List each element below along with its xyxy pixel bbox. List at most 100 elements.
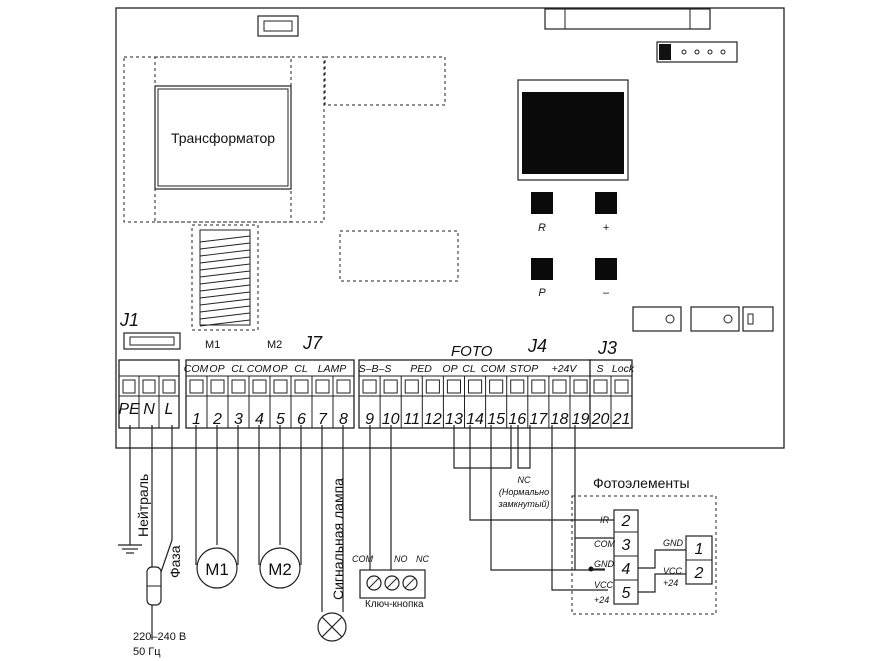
control-board-outline <box>115 7 785 449</box>
j7-signal-label: OP <box>272 363 287 375</box>
terminal-screw[interactable] <box>552 379 567 394</box>
top-connector-strip <box>544 8 738 63</box>
motor-m2-icon <box>259 547 301 589</box>
terminal-number: 8 <box>339 411 348 428</box>
terminal-screw[interactable] <box>315 379 330 394</box>
dashed-component-2 <box>339 230 459 282</box>
motor-m1-icon <box>196 547 238 589</box>
terminal-screw[interactable] <box>142 379 156 394</box>
coil-component <box>191 224 259 331</box>
tx-label-24: +24 <box>594 595 609 605</box>
terminal-screw[interactable] <box>273 379 288 394</box>
j4-signal-label: OP <box>442 363 457 375</box>
tx-term-3: 3 <box>622 537 631 554</box>
terminal-screw[interactable] <box>231 379 246 394</box>
terminal-screw[interactable] <box>573 379 588 394</box>
j7-motor-label-m2: M2 <box>267 339 282 351</box>
power-chip <box>517 79 629 181</box>
terminal-screw[interactable] <box>294 379 309 394</box>
photo-tx-block <box>613 509 639 605</box>
terminal-number: 11 <box>403 411 420 428</box>
j7-signal-label: CL <box>231 363 245 375</box>
button-r[interactable] <box>531 192 553 214</box>
board-buttons: R + P – <box>531 192 617 299</box>
terminal-screw[interactable] <box>446 379 461 394</box>
signal-lamp-wiring: Сигнальная лампа <box>317 425 347 642</box>
j1-pin-label: N <box>143 401 155 418</box>
terminal-number: 16 <box>508 411 526 428</box>
j7-signal-label: OP <box>209 363 224 375</box>
key-button: COM NO NC Ключ-кнопка <box>352 425 429 610</box>
terminal-screw[interactable] <box>468 379 483 394</box>
photocells: Фотоэлементы 2 3 4 5 IR COM GND VCC +24 … <box>571 475 717 615</box>
j1-title: J1 <box>119 310 139 330</box>
terminal-number: 10 <box>382 411 400 428</box>
button-p[interactable] <box>531 258 553 280</box>
j7-motor-label-m1: M1 <box>205 339 220 351</box>
terminal-screw[interactable] <box>593 379 608 394</box>
terminal-screw[interactable] <box>189 379 204 394</box>
j3-title: J3 <box>597 338 617 358</box>
terminal-number: 18 <box>551 411 569 428</box>
nc-note-2: (Нормально <box>499 487 549 497</box>
terminal-number: 1 <box>192 411 201 428</box>
j4-signal-label: S–B–S <box>359 363 392 375</box>
terminal-screw[interactable] <box>531 379 546 394</box>
foto-label: FOTO <box>451 343 493 360</box>
terminal-screw[interactable] <box>122 379 136 394</box>
tx-label-gnd: GND <box>594 559 615 569</box>
button-plus[interactable] <box>595 192 617 214</box>
terminal-screw[interactable] <box>336 379 351 394</box>
terminal-number: 17 <box>529 411 548 428</box>
j4-signal-label: COM <box>481 363 506 375</box>
dip-components <box>632 306 774 332</box>
terminal-screw[interactable] <box>383 379 398 394</box>
terminal-number: 3 <box>234 411 243 428</box>
terminal-screw[interactable] <box>252 379 267 394</box>
phase-label: Фаза <box>167 545 183 578</box>
terminal-screw[interactable] <box>614 379 629 394</box>
j1-pin-label: L <box>165 401 174 418</box>
key-term-no: NO <box>394 554 408 564</box>
j1-fuse <box>123 332 181 350</box>
transformer: Трансформатор <box>123 56 325 223</box>
terminal-screw[interactable] <box>425 379 440 394</box>
terminal-number: 14 <box>466 411 484 428</box>
terminal-number: 20 <box>591 411 610 428</box>
terminal-screw[interactable] <box>162 379 176 394</box>
button-r-label: R <box>538 222 546 234</box>
tx-label-vcc: VCC <box>594 580 614 590</box>
j4-signal-label: CL <box>462 363 476 375</box>
terminal-number: 19 <box>572 411 590 428</box>
terminal-screw[interactable] <box>489 379 504 394</box>
j1-block <box>118 359 180 429</box>
tx-term-4: 4 <box>622 561 631 578</box>
j7-signal-label: COM <box>184 363 209 375</box>
terminal-number: 4 <box>255 411 264 428</box>
rx-term-1: 1 <box>695 541 704 558</box>
terminal-screw[interactable] <box>210 379 225 394</box>
tx-label-ir: IR <box>600 515 610 525</box>
motor-wiring: M1 M2 <box>195 425 302 589</box>
key-button-label: Ключ-кнопка <box>365 599 424 610</box>
terminal-screw[interactable] <box>404 379 419 394</box>
terminal-number: 12 <box>424 411 442 428</box>
j4-signal-label: STOP <box>510 363 538 375</box>
nc-note-3: замкнутый) <box>497 499 549 509</box>
rx-label-vcc: VCC <box>663 566 683 576</box>
button-minus-label: – <box>602 287 610 299</box>
lamp-label: Сигнальная лампа <box>330 478 346 600</box>
terminal-number: 13 <box>445 411 463 428</box>
j1-pin-label: PE <box>118 401 140 418</box>
terminal-screw[interactable] <box>510 379 525 394</box>
button-minus[interactable] <box>595 258 617 280</box>
terminal-number: 5 <box>276 411 285 428</box>
j4-title: J4 <box>527 336 547 356</box>
terminal-screw[interactable] <box>362 379 377 394</box>
neutral-label: Нейтраль <box>135 474 151 537</box>
motor-m1-label: M1 <box>205 560 229 579</box>
voltage-label: 220–240 В <box>133 631 186 643</box>
